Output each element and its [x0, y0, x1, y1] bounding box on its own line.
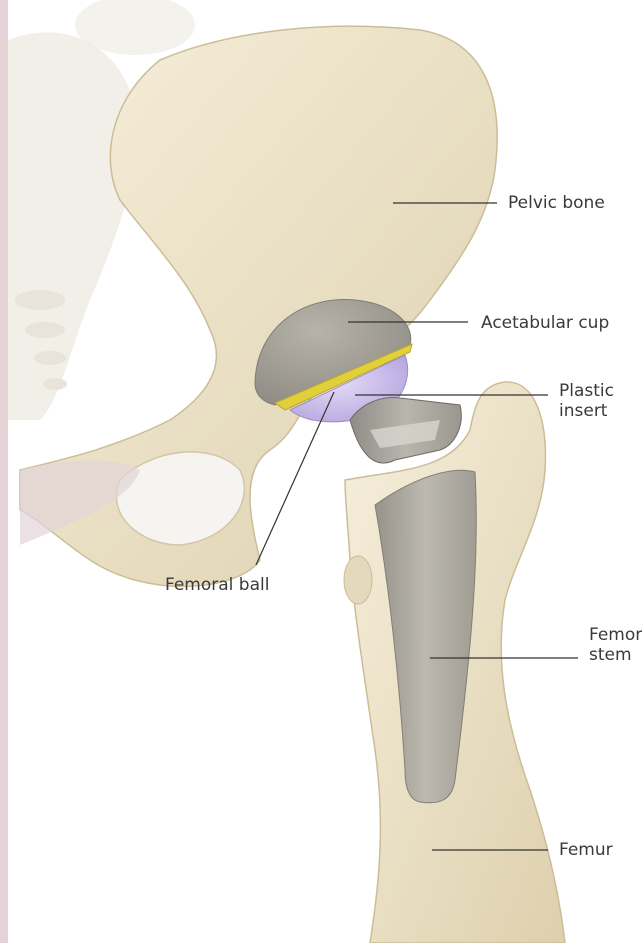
label-plastic-insert: Plastic insert [559, 381, 614, 421]
label-femur: Femur [559, 840, 613, 860]
lesser-trochanter [344, 556, 372, 604]
label-femoral-stem: Femoral stem [589, 625, 642, 665]
label-acetabular-cup: Acetabular cup [481, 313, 609, 333]
label-pelvic-bone: Pelvic bone [508, 193, 605, 213]
sacrum [8, 32, 136, 420]
label-femoral-ball: Femoral ball [165, 575, 269, 595]
